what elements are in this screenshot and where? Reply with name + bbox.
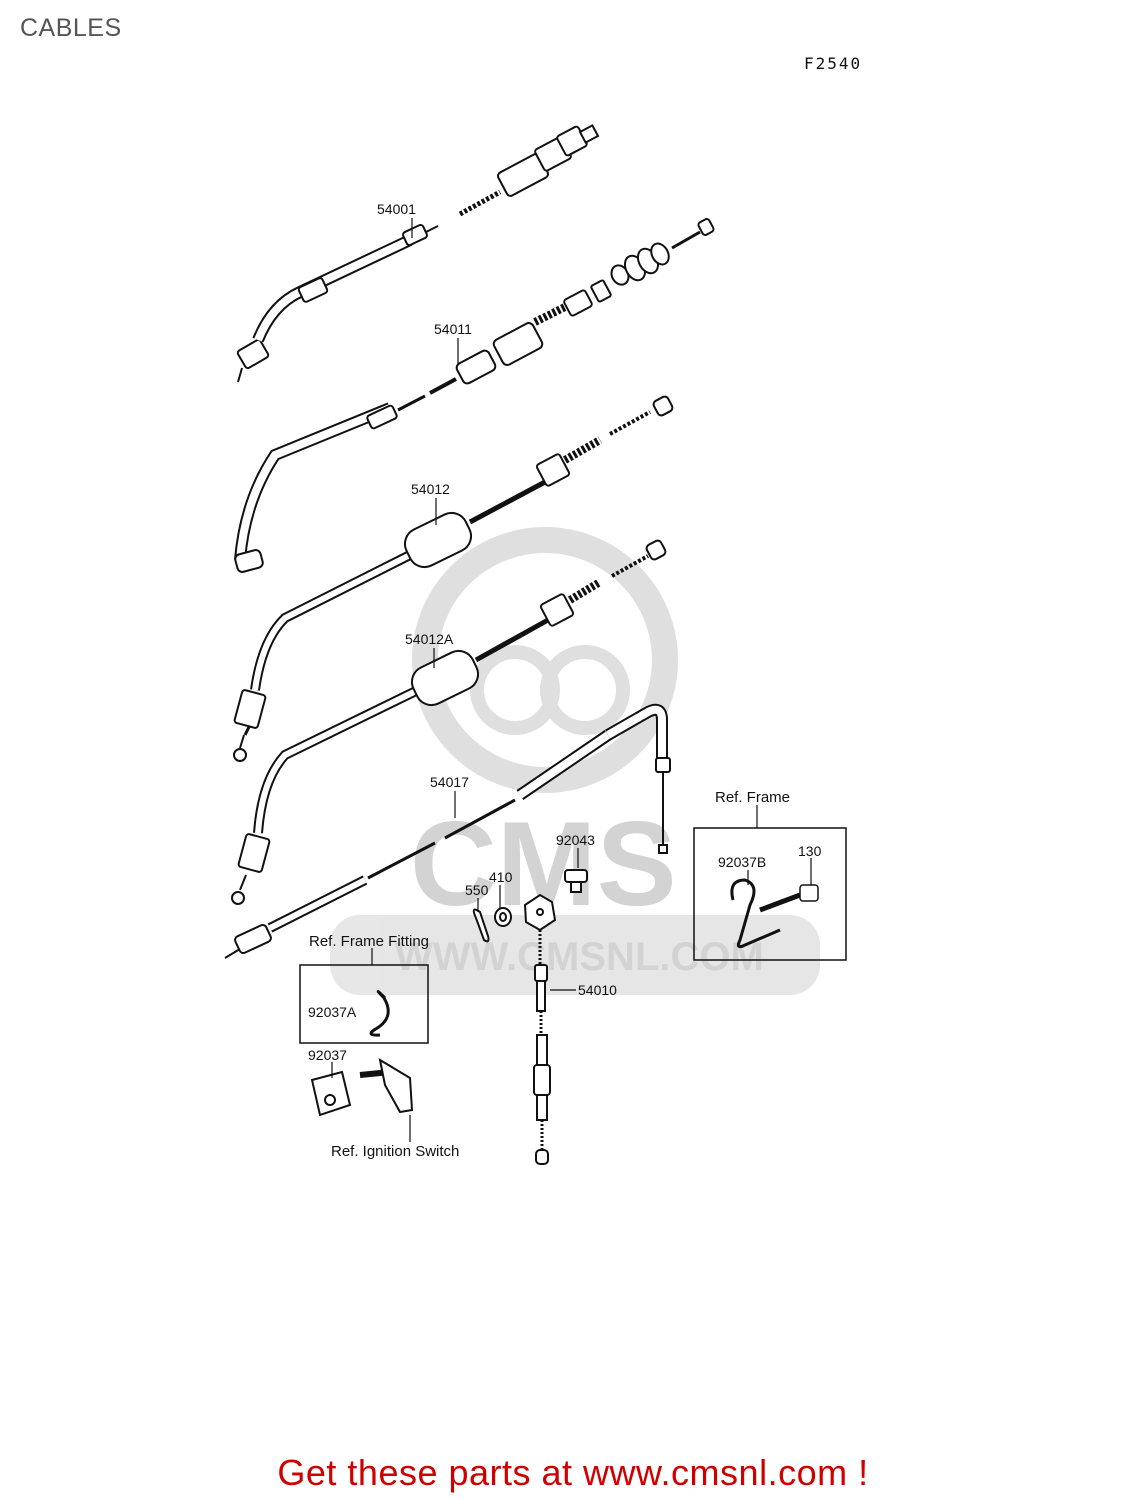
label-92037B: 92037B (718, 854, 766, 870)
clamp-92037 (310, 1057, 414, 1117)
label-ref-ignition-switch: Ref. Ignition Switch (331, 1143, 459, 1160)
promo-banner[interactable]: Get these parts at www.cmsnl.com ! (277, 1452, 869, 1493)
cable-54001 (236, 124, 600, 383)
ref-frame-box (693, 827, 847, 961)
label-550: 550 (465, 882, 489, 898)
label-92037: 92037 (308, 1047, 347, 1063)
cable-54012 (233, 395, 674, 762)
label-54012A: 54012A (405, 631, 454, 647)
ref-frame-fitting-box (299, 964, 429, 1044)
leader-lines (331, 218, 812, 1142)
label-54010: 54010 (578, 982, 617, 998)
watermark: CMS WWW.CMSNL.COM (330, 527, 820, 995)
washer-410 (494, 907, 512, 927)
label-54001: 54001 (377, 201, 416, 217)
page-title: CABLES (20, 14, 122, 42)
label-54011: 54011 (434, 321, 472, 337)
cable-54010 (523, 893, 557, 1165)
label-410: 410 (489, 869, 513, 885)
cable-54012A (231, 539, 667, 905)
pin-550 (472, 908, 490, 943)
label-ref-frame: Ref. Frame (715, 789, 790, 806)
label-130: 130 (798, 843, 822, 859)
label-92037A: 92037A (308, 1004, 357, 1020)
cable-54011 (234, 218, 715, 573)
label-92043: 92043 (556, 832, 595, 848)
watermark-url: WWW.CMSNL.COM (395, 935, 764, 979)
bolt-92043 (564, 869, 588, 893)
parts-diagram: CMS WWW.CMSNL.COM (224, 124, 847, 1165)
cable-54017 (224, 703, 671, 959)
label-ref-frame-fitting: Ref. Frame Fitting (309, 933, 429, 950)
label-54012: 54012 (411, 481, 450, 497)
figure-code: F2540 (804, 54, 863, 73)
label-54017: 54017 (430, 774, 469, 790)
